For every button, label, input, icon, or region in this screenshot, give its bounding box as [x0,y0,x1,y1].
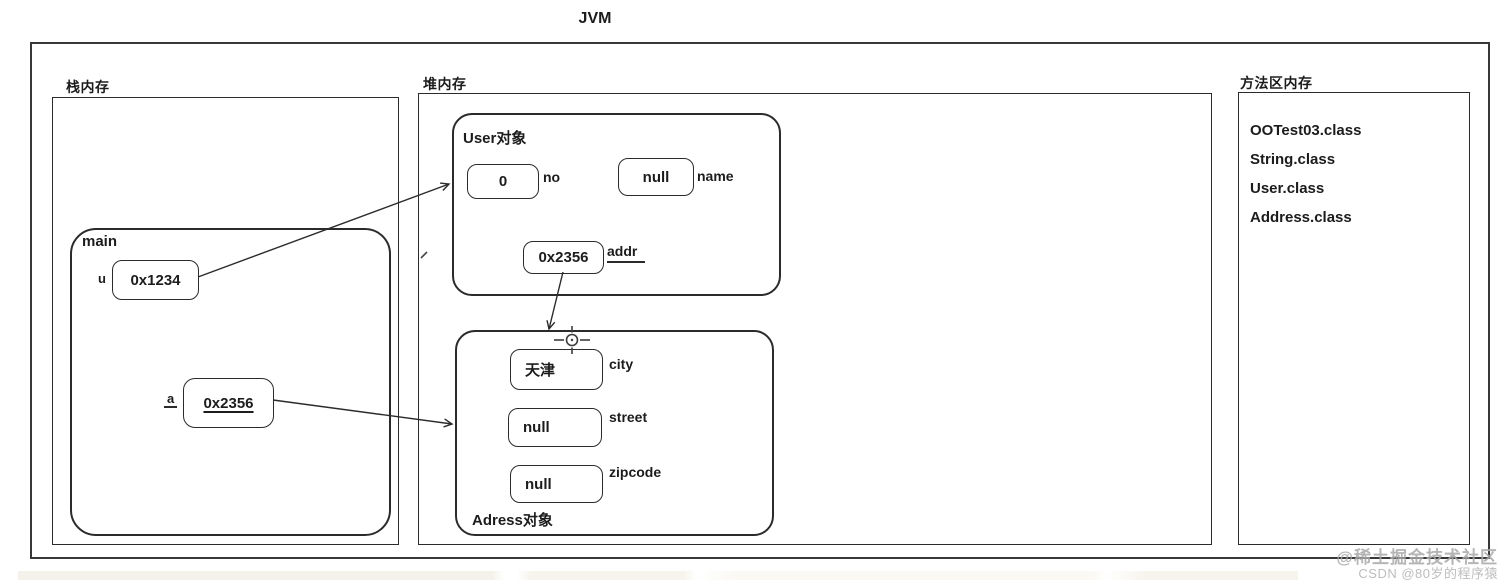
address-object-label: Adress对象 [472,512,553,529]
field-no-label: no [543,169,561,185]
var-a-value: 0x2356 [203,394,254,412]
class-item-string: String.class [1250,151,1336,168]
user-object-box [452,113,781,296]
class-item-address: Address.class [1250,209,1352,226]
stack-memory-box [52,97,399,545]
address-object-box [455,330,774,536]
class-item-user: User.class [1250,180,1325,197]
field-zipcode-value: null [525,475,552,493]
heap-memory-label: 堆内存 [423,76,467,92]
diagram-title: JVM [578,10,612,27]
var-a-value-box: 0x2356 [183,378,274,428]
heap-memory-box [418,93,1212,545]
var-u-value: 0x1234 [130,271,181,289]
field-zipcode-label: zipcode [609,464,662,480]
stack-memory-label: 栈内存 [66,79,110,95]
method-area-label: 方法区内存 [1240,75,1313,91]
field-street-value-box: null [508,408,602,447]
var-a-name: a [164,391,178,408]
field-zipcode-value-box: null [510,465,603,503]
class-item-ootest03: OOTest03.class [1250,122,1362,139]
jvm-outer-box [30,42,1490,559]
field-name-label: name [697,168,734,184]
method-area-box [1238,92,1470,545]
field-addr-value-box: 0x2356 [523,241,604,274]
field-name-value: null [642,168,670,186]
subtitle-remnant-strip [18,571,1298,580]
field-name-value-box: null [618,158,694,196]
watermark-csdn-author: CSDN @80岁的程序猿 [1358,566,1498,582]
main-frame-label: main [82,233,118,250]
field-no-value-box: 0 [467,164,539,199]
var-u-name: u [98,271,106,286]
field-city-value: 天津 [525,362,556,379]
field-addr-value: 0x2356 [538,249,589,266]
field-street-label: street [609,409,648,425]
field-city-label: city [609,356,634,372]
field-city-value-box: 天津 [510,349,603,390]
user-object-label: User对象 [463,130,527,147]
class-list: OOTest03.class String.class User.class A… [1250,116,1361,232]
field-no-value: 0 [498,173,508,190]
var-u-value-box: 0x1234 [112,260,199,300]
field-street-value: null [523,419,550,436]
field-addr-label: addr [607,243,646,263]
